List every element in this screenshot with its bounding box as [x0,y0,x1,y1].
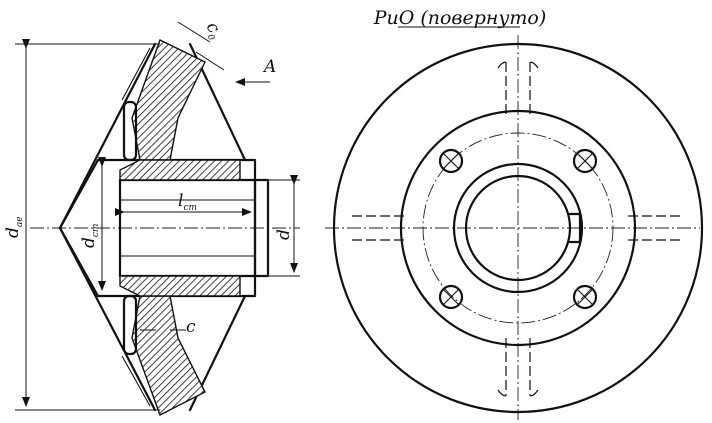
tooth-face-line-bottom [121,355,151,407]
outer-circle [332,42,704,414]
bolt-hole-1 [438,148,464,174]
c0-extension-2 [195,51,225,71]
c0-label: c0 [200,19,227,43]
bolt-hole-4 [572,284,598,310]
hub-face-circle [399,109,637,347]
rim-section-bottom [119,275,241,297]
dae-label: dae [3,216,25,238]
bolt-hole-2 [572,148,598,174]
bolt-hole-top [122,100,138,162]
tooth-face-line [121,47,151,101]
view-arrow-label: A [262,57,276,77]
gear-front-view: РиО (повернуто) [325,7,704,420]
front-view-title: РиО (повернуто) [373,7,547,29]
d-label: d [274,229,294,240]
gear-section-view: dae dст lст d c c0 A [3,19,300,416]
bolt-hole-3 [438,284,464,310]
bolt-circle [422,132,614,324]
dst-label: dст [79,224,101,248]
hidden-lines [352,61,684,397]
hub-outer-circle [452,162,584,294]
bolt-hole-bottom [122,294,138,356]
c-label: c [186,317,196,337]
cone-apex-top [58,158,100,230]
keyway [568,212,582,244]
hub-step [253,178,270,278]
tooth-section-top [131,39,206,161]
tooth-section-bottom [131,295,206,416]
cone-apex-bottom [58,226,100,298]
lst-label: lст [178,191,197,213]
c0-extension [177,21,211,43]
bore-circle [464,174,572,282]
rim-section-top [119,159,241,181]
